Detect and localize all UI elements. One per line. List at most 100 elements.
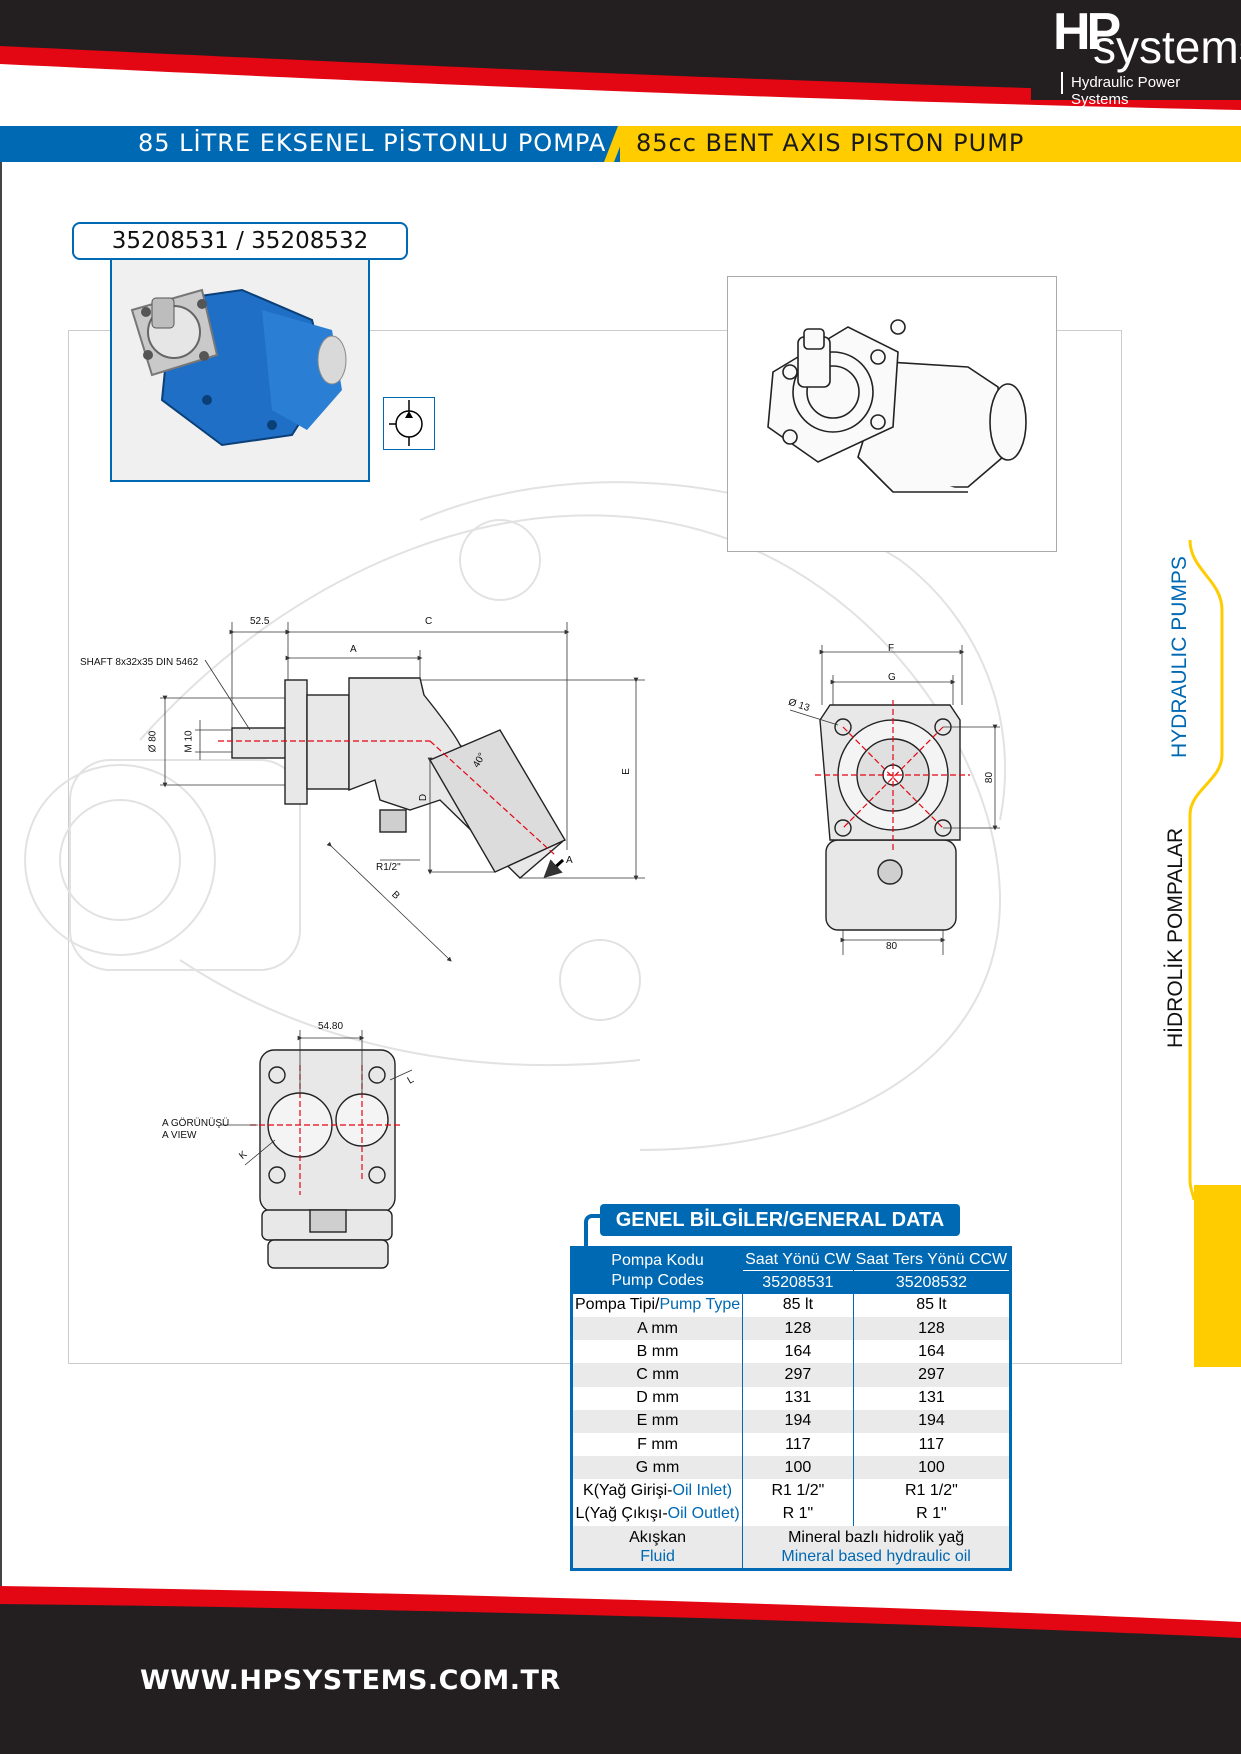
header-red-swoosh: [0, 46, 1241, 120]
dim-a: A: [350, 644, 357, 655]
left-margin-rule: [0, 162, 2, 1587]
row-cw: R 1": [742, 1502, 854, 1526]
row-ccw: 297: [852, 1363, 1012, 1387]
header-code-tr: Pompa Kodu: [611, 1252, 704, 1270]
dim-arrow-a: A: [566, 855, 573, 866]
hydraulic-pump-symbol: [383, 397, 435, 450]
side-tab-yellow-block: [1194, 1185, 1241, 1367]
front-view: [819, 704, 961, 931]
side-view: [231, 677, 566, 879]
header-cw: Saat Yönü CW: [742, 1247, 854, 1271]
table-header-row: Pompa Kodu Pump Codes Saat Yönü CW Saat …: [570, 1247, 1012, 1294]
pump-symbol-icon: [389, 400, 423, 446]
product-codes-label: 35208531 / 35208532: [72, 222, 408, 260]
table-row: F mm 117 117: [570, 1433, 1012, 1457]
code-cw: 35208531: [742, 1270, 854, 1294]
row-ccw: 128: [852, 1317, 1012, 1341]
title-turkish: 85 LİTRE EKSENEL PİSTONLU POMPA: [138, 129, 607, 157]
dim-52-5: 52.5: [250, 616, 270, 627]
header-code-en: Pump Codes: [611, 1272, 704, 1290]
row-label: A mm: [570, 1317, 744, 1341]
dim-c: C: [425, 616, 433, 627]
dim-80-dia: Ø 80: [147, 730, 159, 753]
dim-g: G: [888, 672, 896, 683]
shaft-note: SHAFT 8x32x35 DIN 5462: [80, 657, 199, 668]
fluid-value-en: Mineral based hydraulic oil: [781, 1548, 971, 1565]
dim-m10: M 10: [183, 730, 195, 753]
row-label: G mm: [570, 1456, 744, 1480]
row-ccw: 85 lt: [852, 1293, 1012, 1318]
row-label: L(Yağ Çıkışı-Oil Outlet): [570, 1502, 744, 1526]
row-cw: R1 1/2": [742, 1479, 854, 1503]
row-cw: 194: [742, 1409, 854, 1433]
fluid-value: Mineral bazlı hidrolik yağ Mineral based…: [742, 1525, 1012, 1570]
row-cw: 131: [742, 1386, 854, 1410]
table-row: Pompa Tipi/Pump Type 85 lt 85 lt: [570, 1293, 1012, 1318]
row-label: Pompa Tipi/Pump Type: [570, 1293, 744, 1318]
table-row: A mm 128 128: [570, 1317, 1012, 1341]
side-tab-curve: [1188, 540, 1224, 1200]
row-label-en: Oil Inlet): [672, 1481, 733, 1499]
logo-systems-text: systems: [1093, 21, 1241, 73]
row-label: E mm: [570, 1409, 744, 1433]
fluid-label-en: Fluid: [640, 1548, 675, 1565]
a-view: [259, 1049, 396, 1269]
row-cw: 297: [742, 1363, 854, 1387]
table-code-row: 35208531 35208532: [572, 1270, 1012, 1294]
table-row-fluid: Akışkan Fluid Mineral bazlı hidrolik yağ…: [570, 1525, 1012, 1570]
table-row: E mm 194 194: [570, 1409, 1012, 1433]
general-data-table: Pompa Kodu Pump Codes Saat Yönü CW Saat …: [570, 1246, 1013, 1572]
table-row: D mm 131 131: [570, 1386, 1012, 1410]
row-label: D mm: [570, 1386, 744, 1410]
dim-80-bottom: 80: [886, 941, 898, 952]
code-ccw: 35208532: [852, 1270, 1012, 1294]
dim-f: F: [888, 643, 895, 654]
footer-red-swoosh: [0, 1586, 1241, 1656]
dim-d: D: [418, 793, 430, 802]
row-label-en: Pump Type: [659, 1296, 741, 1314]
view-label-tr: A GÖRÜNÜŞÜ: [162, 1118, 230, 1129]
logo-divider: [1061, 72, 1063, 94]
row-ccw: 117: [852, 1433, 1012, 1457]
table-row: B mm 164 164: [570, 1340, 1012, 1364]
hp-systems-logo: HP systems Hydraulic Power Systems: [1031, 0, 1241, 108]
view-label-en: A VIEW: [162, 1130, 197, 1141]
row-label-tr: K(Yağ Girişi-: [583, 1481, 673, 1499]
dim-r12: R1/2": [376, 862, 401, 873]
isometric-drawing: [727, 276, 1057, 552]
row-cw: 117: [742, 1433, 854, 1457]
row-cw: 85 lt: [742, 1293, 854, 1318]
title-bar-blue: [0, 126, 620, 162]
row-cw: 100: [742, 1456, 854, 1480]
row-ccw: R1 1/2": [852, 1479, 1012, 1503]
title-english: 85cc BENT AXIS PISTON PUMP: [636, 129, 1025, 157]
logo-hp-text: HP: [1053, 3, 1121, 61]
row-ccw: 131: [852, 1386, 1012, 1410]
table-row: L(Yağ Çıkışı-Oil Outlet) R 1" R 1": [570, 1502, 1012, 1526]
row-ccw: 100: [852, 1456, 1012, 1480]
row-cw: 128: [742, 1317, 854, 1341]
row-label: B mm: [570, 1340, 744, 1364]
title-bar: 85 LİTRE EKSENEL PİSTONLU POMPA 85cc BEN…: [0, 126, 1241, 162]
title-bar-yellow: [620, 126, 1241, 162]
header-pump-codes: Pompa Kodu Pump Codes: [570, 1247, 744, 1294]
fluid-label: Akışkan Fluid: [570, 1525, 744, 1570]
pump-photo-illustration: [112, 260, 368, 480]
header-ccw: Saat Ters Yönü CCW: [852, 1247, 1012, 1271]
dim-54-80: 54.80: [318, 1021, 344, 1032]
product-photo: [110, 258, 370, 482]
footer-band: [0, 1640, 1241, 1754]
row-label: F mm: [570, 1433, 744, 1457]
fluid-label-tr: Akışkan: [629, 1529, 687, 1546]
row-label-en: Oil Outlet): [667, 1505, 740, 1523]
dim-80-side: 80: [984, 771, 996, 784]
general-data-bracket: [584, 1214, 600, 1250]
row-ccw: 194: [852, 1409, 1012, 1433]
row-label-tr: Pompa Tipi/: [575, 1296, 660, 1314]
table-row: G mm 100 100: [570, 1456, 1012, 1480]
footer-website-url[interactable]: WWW.HPSYSTEMS.COM.TR: [140, 1665, 561, 1696]
row-ccw: 164: [852, 1340, 1012, 1364]
pump-isometric-illustration: [767, 319, 1027, 493]
dim-e: E: [620, 768, 632, 775]
